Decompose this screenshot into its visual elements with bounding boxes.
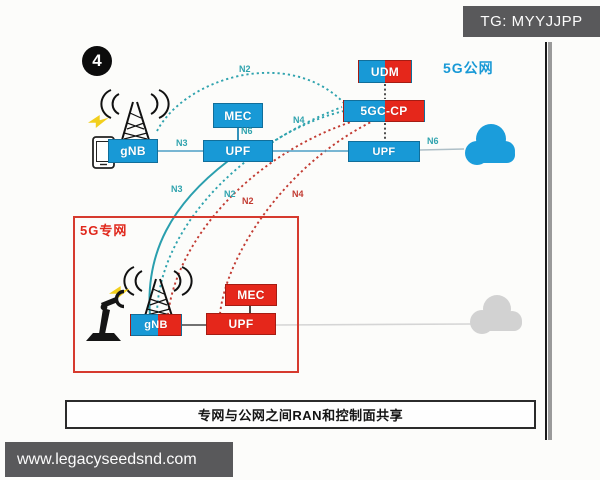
n2-shared-red-link (167, 121, 352, 316)
website-watermark: www.legacyseedsnd.com (5, 442, 233, 477)
step-badge: 4 (82, 46, 112, 76)
n3-shared-link (148, 160, 229, 317)
label-n3-shared: N3 (171, 184, 183, 194)
label-n4-public: N4 (293, 115, 305, 125)
public-upf-cloud-link (419, 148, 465, 151)
private-network-boundary (73, 216, 299, 373)
node-public-upf-edge: UPF (348, 141, 420, 162)
label-n2-shared-teal: N2 (224, 189, 236, 199)
cloud-icon (465, 124, 515, 165)
public-network-label: 5G公网 (443, 60, 494, 76)
lightning-icon (88, 115, 109, 128)
node-public-gnb: gNB (108, 139, 158, 163)
n2-shared-teal-link (156, 106, 343, 314)
node-5gc-cp: 5GC-CP (343, 100, 425, 122)
cell-tower-icon (100, 89, 170, 141)
caption-bar: 专网与公网之间RAN和控制面共享 (65, 400, 536, 429)
node-public-mec: MEC (213, 103, 263, 128)
label-n3-public-ran: N3 (176, 138, 188, 148)
label-n4-shared-red: N4 (292, 189, 304, 199)
label-n6-public-mec: N6 (241, 126, 253, 136)
private-cloud-icon (470, 295, 522, 334)
label-n2-shared-red: N2 (242, 196, 254, 206)
private-cell-tower-icon (123, 266, 193, 317)
node-private-gnb: gNB (130, 314, 182, 336)
page-edge-line (545, 42, 547, 440)
label-n2-public: N2 (239, 64, 251, 74)
label-n6-public-cloud: N6 (427, 136, 439, 146)
node-private-mec: MEC (225, 284, 277, 306)
robot-arm-icon (86, 289, 125, 341)
page-edge-shadow (548, 42, 552, 440)
private-network-label: 5G专网 (80, 223, 128, 238)
node-udm: UDM (358, 60, 412, 83)
node-private-upf: UPF (206, 313, 276, 335)
telegram-watermark: TG: MYYJJPP (463, 6, 600, 37)
node-public-upf-core: UPF (203, 140, 273, 162)
n4-public-link (273, 110, 345, 142)
private-upf-cloud-link (275, 323, 473, 326)
